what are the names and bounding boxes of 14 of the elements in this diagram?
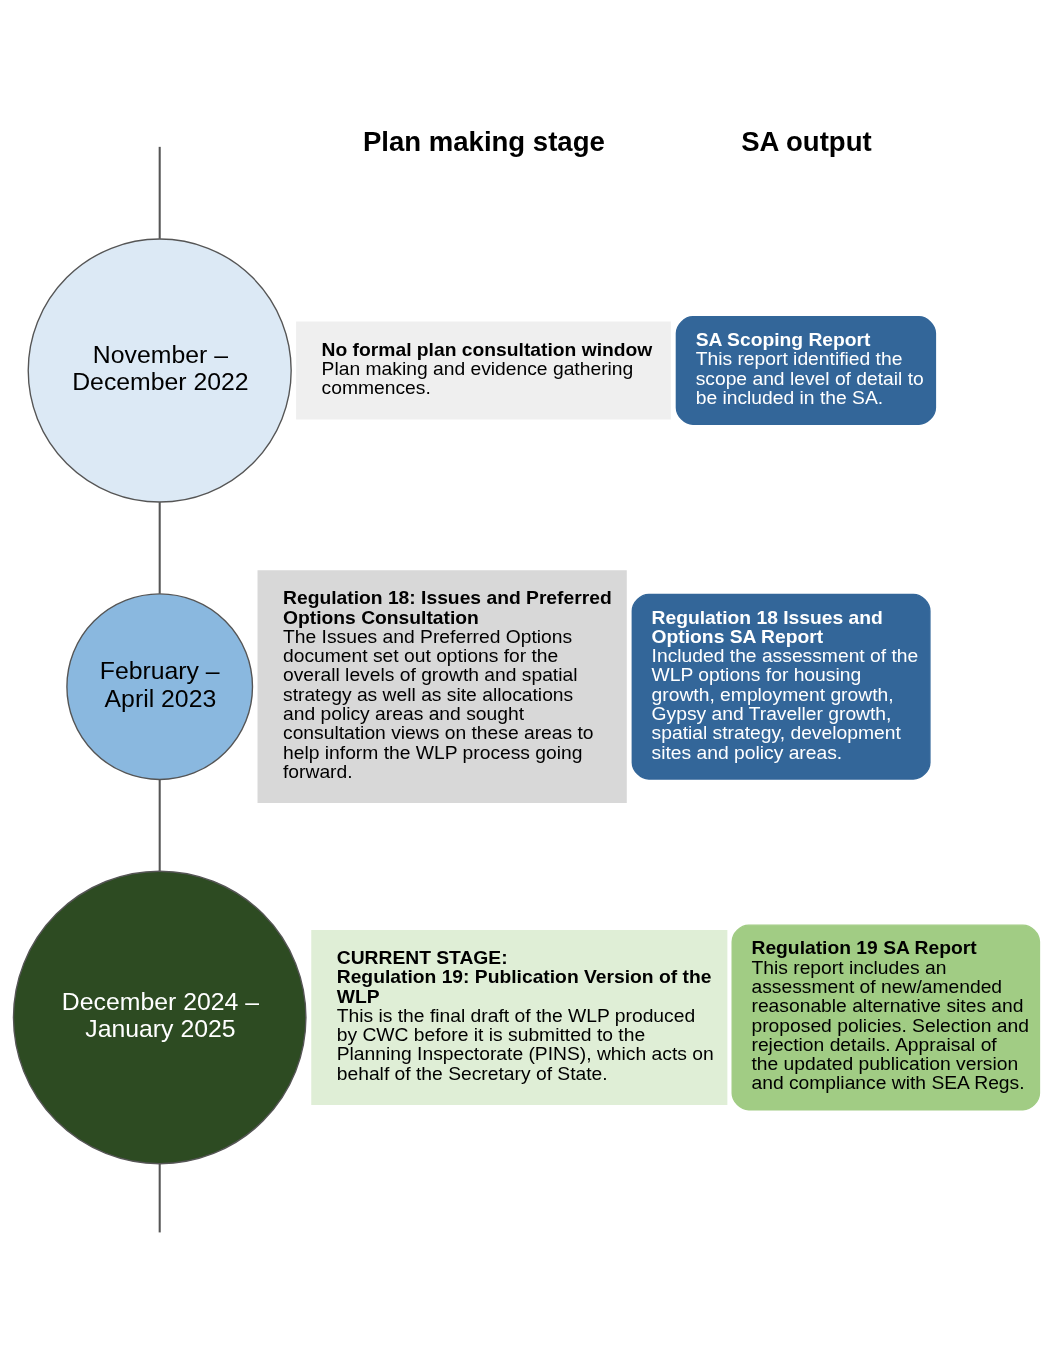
node-circle: November – December 2022 [27, 237, 292, 503]
connector [158, 146, 161, 239]
connector [158, 778, 161, 871]
connector [158, 501, 161, 594]
node-circle: February – April 2023 [66, 592, 254, 780]
node-box: Regulation 18: Issues and Preferred Options Consultation The Issues and Preferred Options document set out options for the overall levels of growth and spatial strategy as well as site allocations and policy areas and sought consultation views on these areas to help inform the WLP process going forward. [257, 569, 627, 803]
label: Plan making stage [362, 125, 605, 157]
node-box: SA Scoping Report This report identified the scope and level of detail to be included in the SA. [675, 315, 937, 425]
node-box: CURRENT STAGE: Regulation 19: Publication Version of the WLP This is the final draft of the WLP produced by CWC before it is submitted to the Planning Inspectorate (PINS), which acts on behalf of the Secretary of State. [311, 929, 728, 1105]
connector [158, 1163, 161, 1232]
node-box: Regulation 18 Issues and Options SA Report Included the assessment of the WLP options for housing growth, employment growth, Gypsy and Traveller growth, spatial strategy, development sites and policy areas. [631, 593, 931, 780]
label: SA output [741, 125, 872, 157]
node-box: Regulation 19 SA Report This report includes an assessment of new/amended reasonable alternative sites and proposed policies. Selection and rejection details. Appraisal of the updated publication version and compliance with SEA Regs. [731, 923, 1041, 1110]
node-circle: December 2024 – January 2025 [12, 870, 307, 1164]
